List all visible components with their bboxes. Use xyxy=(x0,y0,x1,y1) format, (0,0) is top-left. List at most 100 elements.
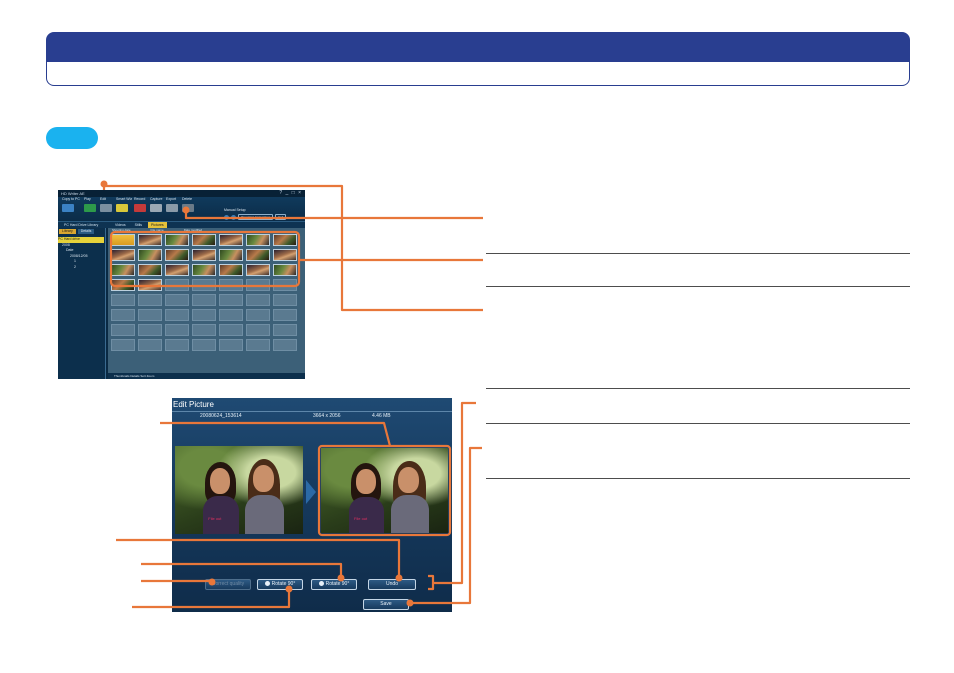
photo-thumbnail[interactable] xyxy=(111,234,135,246)
photo-watermark: File out xyxy=(354,516,368,521)
wizard-icon xyxy=(116,204,128,212)
rotate-left-button[interactable]: Rotate 90° xyxy=(257,579,303,590)
tree-item[interactable]: 2008 xyxy=(62,242,70,247)
title-divider xyxy=(172,411,452,412)
empty-thumbnail-slot xyxy=(165,279,189,291)
divider-rule xyxy=(486,388,910,389)
empty-thumbnail-slot xyxy=(111,294,135,306)
empty-thumbnail-slot xyxy=(219,294,243,306)
photo-thumbnail[interactable] xyxy=(138,279,162,291)
divider-rule xyxy=(486,423,910,424)
setting-label: Manual Setup xyxy=(224,208,246,212)
empty-thumbnail-slot xyxy=(273,294,297,306)
empty-thumbnail-slot xyxy=(273,339,297,351)
photo-watermark: File out xyxy=(208,516,222,522)
tree-item[interactable]: 2008/12/05 xyxy=(70,253,88,258)
photo-thumbnail[interactable] xyxy=(111,249,135,261)
toolbar-play-button[interactable]: Play xyxy=(84,197,100,212)
photo-thumbnail[interactable] xyxy=(138,234,162,246)
rotate-right-icon xyxy=(318,581,324,586)
tab-library[interactable]: Library xyxy=(59,229,76,234)
page-header-bar xyxy=(46,32,910,64)
tree-item[interactable]: PC Hard drive xyxy=(58,237,104,243)
empty-thumbnail-slot xyxy=(138,294,162,306)
sort-shooting-date[interactable]: Shooting date xyxy=(112,228,131,232)
picture-dimensions: 3664 x 2056 xyxy=(313,413,341,419)
empty-thumbnail-slot xyxy=(165,324,189,336)
help-icon[interactable] xyxy=(231,214,236,220)
tree-item[interactable]: Date xyxy=(66,248,74,252)
toolbar-export-button[interactable]: Export xyxy=(166,197,182,212)
setting-buttons: Operating Instructions Exit xyxy=(224,214,287,220)
person-right xyxy=(390,460,429,533)
empty-thumbnail-slot xyxy=(165,309,189,321)
photo-thumbnail[interactable] xyxy=(192,264,216,276)
photo-thumbnail[interactable] xyxy=(165,234,189,246)
empty-thumbnail-slot xyxy=(165,339,189,351)
toolbar-capture-button[interactable]: Capture xyxy=(150,197,166,212)
instructions-button[interactable]: Operating Instructions xyxy=(238,214,274,220)
empty-thumbnail-slot xyxy=(273,309,297,321)
photo-thumbnail[interactable] xyxy=(246,264,270,276)
undo-button[interactable]: Undo xyxy=(368,579,416,590)
folder-tree: PC Hard drive 2008 Date 2008/12/05 1 2 xyxy=(58,237,105,270)
toolbar-delete-button[interactable]: Delete xyxy=(182,197,198,212)
photo-thumbnail[interactable] xyxy=(219,249,243,261)
toolbar-record-button[interactable]: Record xyxy=(134,197,150,212)
settings-icon[interactable] xyxy=(224,214,229,220)
toolbar-edit-button[interactable]: Edit xyxy=(100,197,116,212)
empty-thumbnail-slot xyxy=(219,339,243,351)
empty-thumbnail-slot xyxy=(219,324,243,336)
sort-date-modified[interactable]: Date modified xyxy=(183,228,203,232)
photo-thumbnail[interactable] xyxy=(246,249,270,261)
edited-photo-preview: File out xyxy=(321,448,448,533)
thumbnail-grid xyxy=(111,234,301,351)
tree-item[interactable]: 2 xyxy=(74,264,76,269)
exit-button[interactable]: Exit xyxy=(275,214,287,220)
photo-thumbnail[interactable] xyxy=(192,249,216,261)
empty-thumbnail-slot xyxy=(273,279,297,291)
person-left xyxy=(348,463,385,533)
save-button[interactable]: Save xyxy=(363,599,409,610)
photo-thumbnail[interactable] xyxy=(111,279,135,291)
photo-thumbnail[interactable] xyxy=(219,234,243,246)
divider-rule xyxy=(486,253,910,254)
library-path: PC Hard Drive Library xyxy=(64,223,99,227)
photo-thumbnail[interactable] xyxy=(273,264,297,276)
app-window-screenshot: HD Writer AE ? _ □ × Copy to PC Play Edi… xyxy=(58,190,305,379)
picture-filename: 20080624_153614 xyxy=(200,413,242,419)
app-titlebar: HD Writer AE ? _ □ × xyxy=(58,190,305,197)
toolbar-smartwiz-button[interactable]: Smart Wiz xyxy=(116,197,132,212)
original-photo: File out xyxy=(175,446,303,534)
tree-item[interactable]: 1 xyxy=(74,259,76,263)
toolbar-copy-button[interactable]: Copy to PC xyxy=(62,197,80,212)
sort-file-name[interactable]: File name xyxy=(150,228,164,232)
empty-thumbnail-slot xyxy=(165,294,189,306)
photo-thumbnail[interactable] xyxy=(111,264,135,276)
photo-thumbnail[interactable] xyxy=(219,264,243,276)
empty-thumbnail-slot xyxy=(219,309,243,321)
left-pane-tabs: Library Details xyxy=(58,228,105,235)
empty-thumbnail-slot xyxy=(111,324,135,336)
photo-thumbnail[interactable] xyxy=(138,264,162,276)
photo-thumbnail[interactable] xyxy=(165,249,189,261)
rotate-right-button[interactable]: Rotate 90° xyxy=(311,579,357,590)
rotate-left-icon xyxy=(264,581,270,586)
person-left xyxy=(203,461,239,534)
photo-thumbnail[interactable] xyxy=(138,249,162,261)
empty-thumbnail-slot xyxy=(111,339,135,351)
photo-thumbnail[interactable] xyxy=(273,249,297,261)
edit-icon xyxy=(100,204,112,212)
grid-bottom-bar[interactable]: Thumbnails Details Sort Zoom xyxy=(108,373,305,379)
photo-thumbnail[interactable] xyxy=(192,234,216,246)
empty-thumbnail-slot xyxy=(246,279,270,291)
window-controls[interactable]: ? _ □ × xyxy=(279,190,302,196)
photo-thumbnail[interactable] xyxy=(246,234,270,246)
empty-thumbnail-slot xyxy=(192,309,216,321)
empty-thumbnail-slot xyxy=(192,279,216,291)
correct-quality-button[interactable]: Correct quality xyxy=(205,579,251,590)
tab-details[interactable]: Details xyxy=(77,229,95,234)
thumbnail-grid-area: Shooting date File name Date modified Th… xyxy=(108,228,305,379)
photo-thumbnail[interactable] xyxy=(165,264,189,276)
photo-thumbnail[interactable] xyxy=(273,234,297,246)
